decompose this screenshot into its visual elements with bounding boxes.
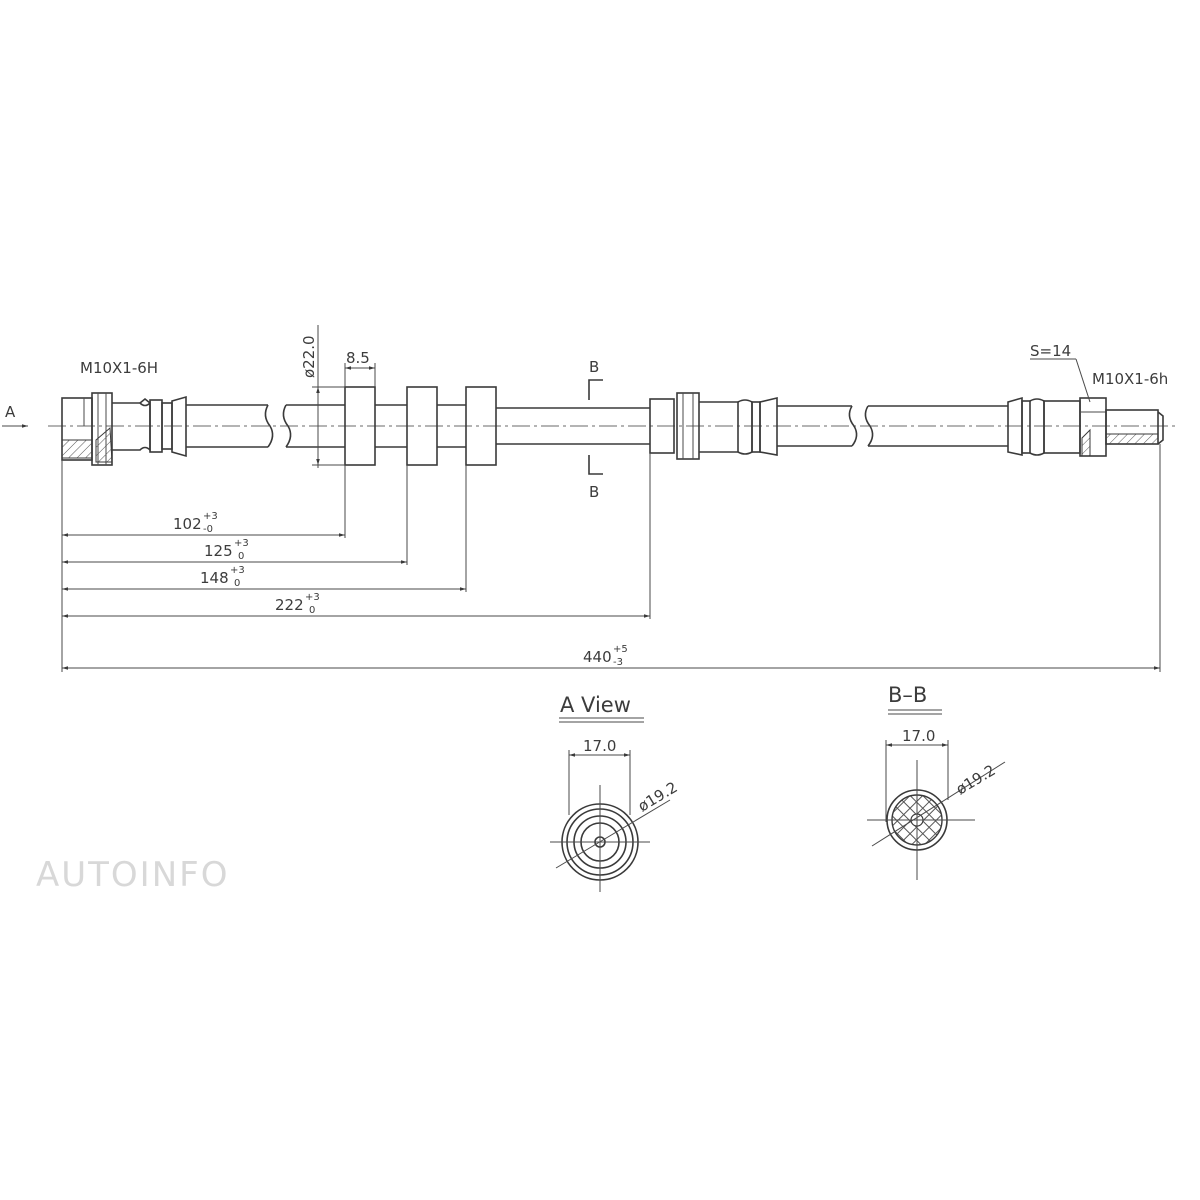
svg-text:0: 0	[309, 605, 315, 616]
middle-fitting	[649, 392, 778, 460]
clip-diameter-label: ø22.0	[300, 335, 318, 378]
thread-label-left: M10X1-6H	[80, 359, 158, 377]
svg-text:+3: +3	[305, 592, 320, 603]
section-label-bottom: B	[589, 483, 599, 501]
svg-text:0: 0	[234, 578, 240, 589]
svg-text:102: 102	[173, 515, 202, 533]
svg-text:-0: -0	[203, 524, 213, 535]
b-section-title: B–B	[888, 683, 927, 707]
clip-width-label: 8.5	[346, 349, 370, 367]
svg-text:+3: +3	[230, 565, 245, 576]
dimension-148: 148 +3 0	[62, 565, 466, 591]
wrench-size-callout: S=14	[1030, 342, 1091, 403]
autoinfo-watermark: AUTOINFO	[36, 855, 229, 895]
wrench-size-label: S=14	[1030, 342, 1071, 360]
svg-text:440: 440	[583, 648, 612, 666]
length-dimensions: 102 +3 -0 125 +3 0 148 +3 0 222 +3 0 440…	[61, 444, 1161, 672]
svg-text:0: 0	[238, 551, 244, 562]
left-fitting	[61, 392, 187, 466]
view-arrow-a: A	[2, 403, 28, 428]
a-view-diameter: ø19.2	[635, 778, 681, 815]
clip-3	[465, 386, 497, 466]
b-section-view: B–B 17.0 ø19.2	[867, 683, 1006, 880]
hose-side-view	[48, 386, 1175, 466]
section-marker-b: B B	[588, 358, 603, 501]
b-section-diameter: ø19.2	[953, 761, 999, 798]
a-view-title: A View	[560, 693, 631, 717]
svg-text:+3: +3	[203, 511, 218, 522]
dimension-222: 222 +3 0	[62, 592, 650, 618]
b-section-width: 17.0	[902, 727, 935, 745]
a-view: A View 17.0 ø19.2	[550, 693, 681, 892]
svg-text:+5: +5	[613, 644, 628, 655]
svg-text:-3: -3	[613, 657, 623, 668]
clip-width-dimension: 8.5	[344, 349, 376, 387]
svg-text:+3: +3	[234, 538, 249, 549]
a-view-width: 17.0	[583, 737, 616, 755]
svg-text:125: 125	[204, 542, 233, 560]
section-label-top: B	[589, 358, 599, 376]
right-fitting	[1007, 396, 1164, 457]
dimension-102: 102 +3 -0	[62, 511, 345, 537]
label-a: A	[5, 403, 16, 421]
thread-label-right: M10X1-6h	[1092, 370, 1168, 388]
clip-2	[406, 386, 438, 466]
clip-1	[344, 386, 376, 466]
svg-text:222: 222	[275, 596, 304, 614]
svg-text:148: 148	[200, 569, 229, 587]
dimension-125: 125 +3 0	[62, 538, 407, 564]
dimension-440: 440 +5 -3	[62, 644, 1160, 670]
clip-diameter-dimension: ø22.0	[300, 325, 345, 468]
